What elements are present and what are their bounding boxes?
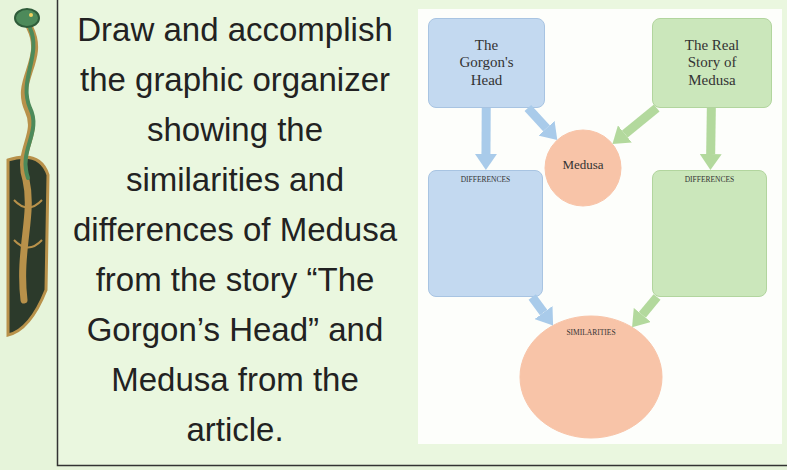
block-arrow bbox=[528, 108, 547, 128]
article-title: The Real Story of Medusa bbox=[676, 37, 748, 89]
differences-box: DIFFERENCES bbox=[652, 170, 767, 297]
topic-circle: Medusa bbox=[545, 130, 621, 206]
diagram-panel bbox=[418, 9, 782, 444]
snake-eye bbox=[29, 13, 33, 17]
similarities-heading: SIMILARITIES bbox=[566, 329, 615, 338]
story-title: The Gorgon's Head bbox=[450, 37, 523, 89]
block-arrow bbox=[625, 108, 657, 134]
node-content: The Real Story of Medusa bbox=[653, 19, 771, 107]
title-area: Draw and accomplish the graphic organize… bbox=[69, 5, 401, 455]
staff-shape bbox=[23, 28, 35, 300]
block-arrow bbox=[532, 297, 543, 313]
shield-ornament bbox=[14, 200, 42, 248]
differences-heading: DIFFERENCES bbox=[461, 176, 511, 185]
snake-staff-illustration bbox=[8, 9, 48, 335]
node-content: Medusa bbox=[545, 130, 621, 206]
snake-body bbox=[25, 28, 33, 178]
topic-label: Medusa bbox=[562, 158, 603, 173]
node-content: DIFFERENCES bbox=[653, 171, 766, 296]
differences-box: DIFFERENCES bbox=[428, 170, 543, 297]
article-box: The Real Story of Medusa bbox=[652, 18, 772, 108]
instruction-title: Draw and accomplish the graphic organize… bbox=[69, 5, 401, 455]
block-arrow bbox=[481, 108, 490, 154]
panel-border bbox=[58, 0, 787, 466]
block-arrow bbox=[642, 297, 657, 315]
similarities-circle: SIMILARITIES bbox=[520, 316, 662, 438]
circle-shape bbox=[520, 316, 662, 438]
snake-head bbox=[15, 9, 39, 27]
block-arrow bbox=[706, 108, 716, 154]
story-box: The Gorgon's Head bbox=[428, 18, 545, 108]
node-content: SIMILARITIES bbox=[520, 316, 662, 438]
circle-shape bbox=[545, 130, 621, 206]
differences-heading: DIFFERENCES bbox=[685, 176, 735, 185]
node-content: DIFFERENCES bbox=[429, 171, 542, 296]
node-content: The Gorgon's Head bbox=[429, 19, 544, 107]
